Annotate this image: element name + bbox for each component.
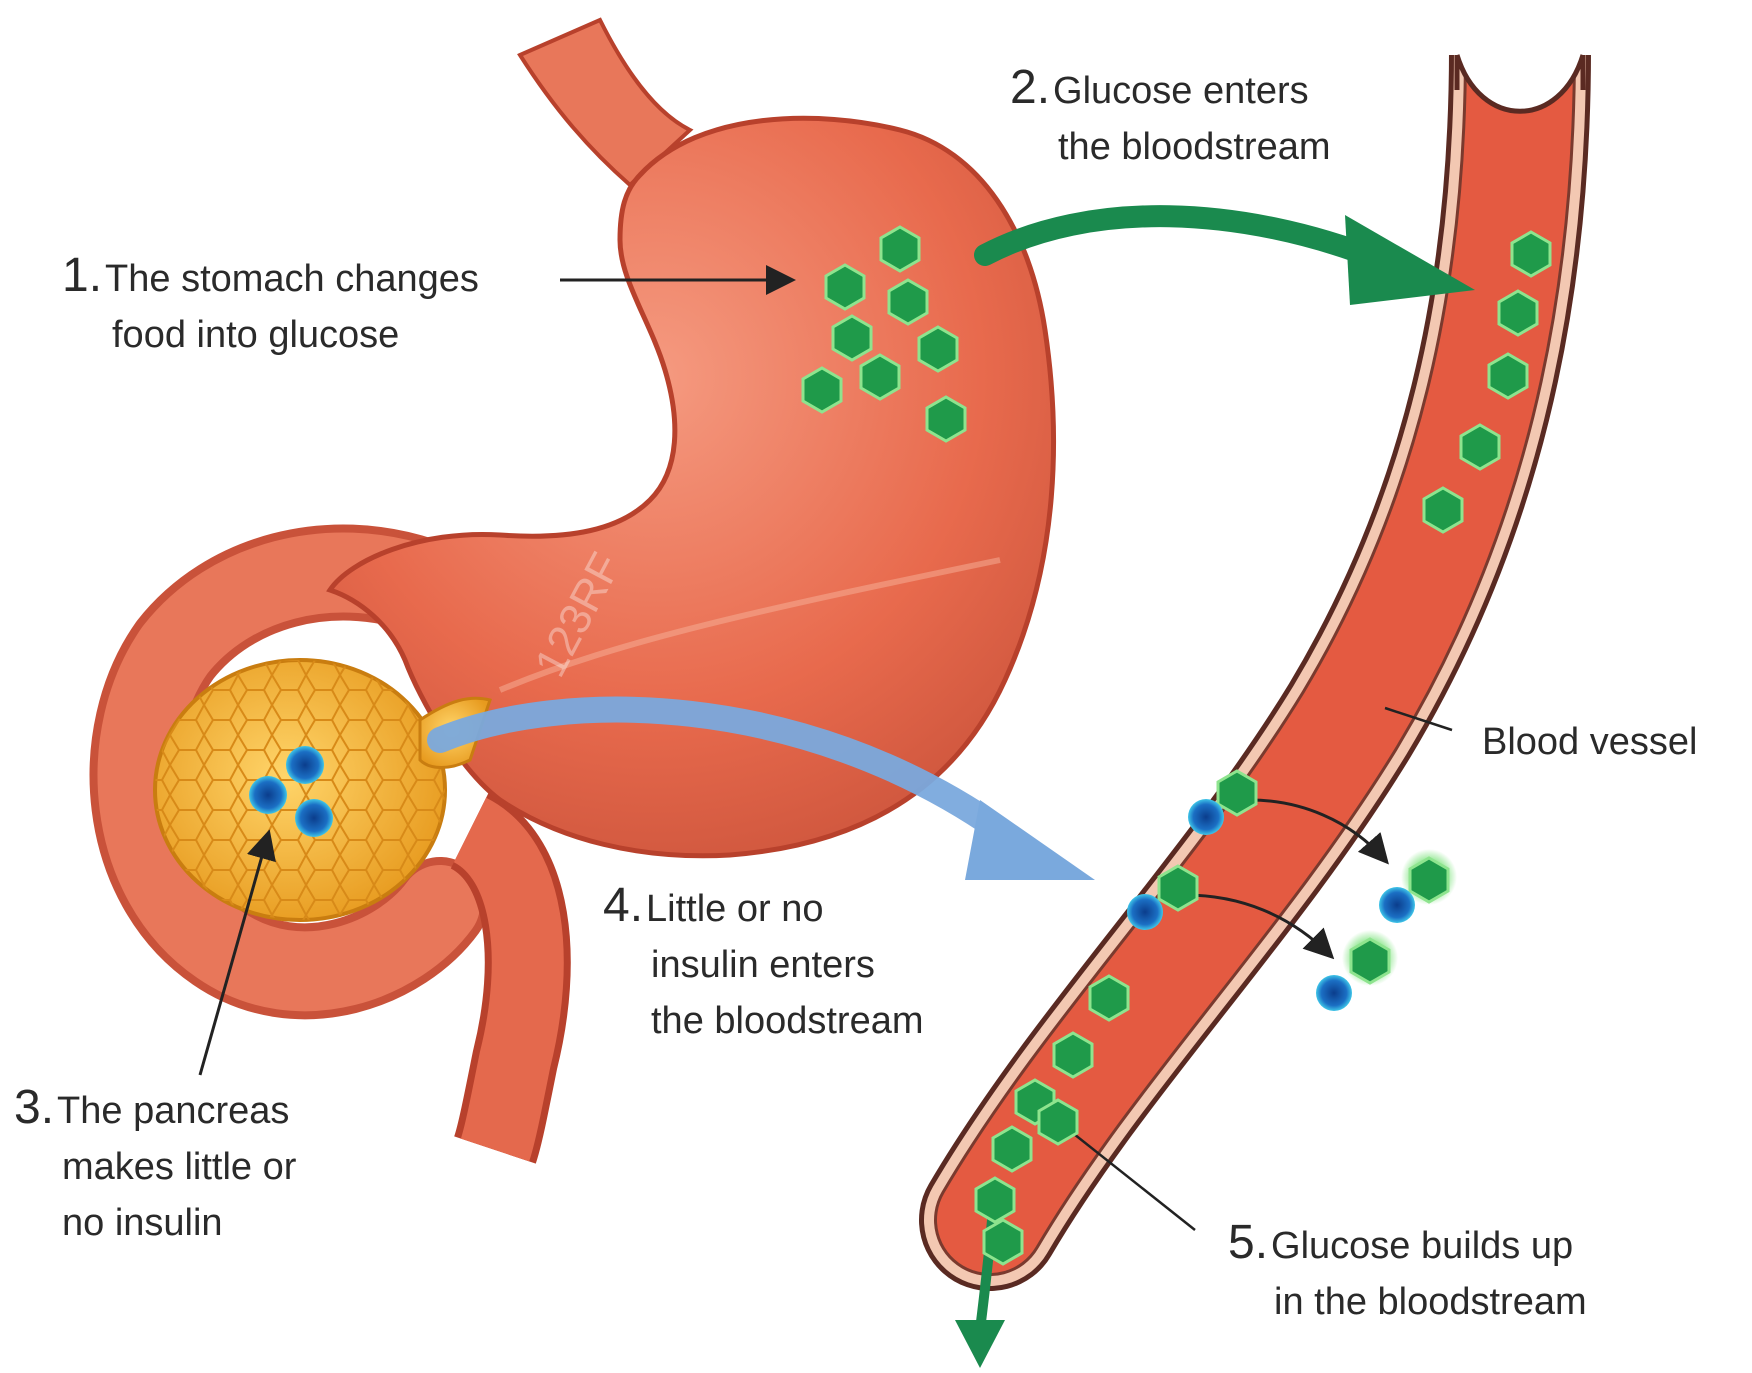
- step2-line1: Glucose enters: [1053, 70, 1309, 112]
- glucose-molecule: [919, 327, 957, 371]
- glucose-molecule: [976, 1178, 1014, 1222]
- glucose-transfer-arrow: [985, 216, 1380, 260]
- glucose-molecule: [1351, 939, 1389, 983]
- label-step1: 1.The stomach changes food into glucose: [62, 248, 479, 363]
- glucose-molecule: [889, 280, 927, 324]
- insulin-molecule: [286, 746, 324, 784]
- glucose-molecule: [1424, 488, 1462, 532]
- insulin-molecule: [249, 776, 287, 814]
- glucose-molecule: [1499, 291, 1537, 335]
- glucose-molecule: [993, 1127, 1031, 1171]
- glucose-molecule: [927, 397, 965, 441]
- step4-line2: insulin enters: [603, 937, 924, 993]
- glucose-molecule: [1159, 866, 1197, 910]
- blood-vessel-text: Blood vessel: [1482, 714, 1697, 770]
- step2-line2: the bloodstream: [1010, 119, 1331, 175]
- glucose-molecule: [1512, 232, 1550, 276]
- label-step2: 2.Glucose enters the bloodstream: [1010, 60, 1331, 175]
- glucose-molecule: [1461, 425, 1499, 469]
- step3-line1: The pancreas: [57, 1090, 289, 1132]
- step4-line1: Little or no: [646, 888, 823, 930]
- glucose-molecule: [984, 1220, 1022, 1264]
- insulin-molecule: [1316, 975, 1352, 1011]
- label-step5: 5.Glucose builds up in the bloodstream: [1228, 1215, 1587, 1330]
- glucose-molecule: [1489, 354, 1527, 398]
- step3-number: 3.: [14, 1081, 54, 1134]
- glucose-molecule: [826, 265, 864, 309]
- step4-number: 4.: [603, 879, 643, 932]
- insulin-molecule: [1379, 887, 1415, 923]
- glucose-molecule: [1218, 771, 1256, 815]
- glucose-molecule: [881, 227, 919, 271]
- insulin-molecule: [1188, 799, 1224, 835]
- glucose-molecule: [1039, 1100, 1077, 1144]
- step2-number: 2.: [1010, 61, 1050, 114]
- glucose-molecule: [1090, 976, 1128, 1020]
- step3-line2: makes little or: [14, 1139, 296, 1195]
- step1-line1: The stomach changes: [105, 258, 479, 300]
- step4-line3: the bloodstream: [603, 993, 924, 1049]
- label-step3: 3.The pancreas makes little or no insuli…: [14, 1080, 296, 1251]
- glucose-molecule: [1410, 858, 1448, 902]
- insulin-molecule: [295, 799, 333, 837]
- glucose-molecule: [1054, 1033, 1092, 1077]
- label-blood-vessel: Blood vessel: [1482, 714, 1697, 770]
- step5-number: 5.: [1228, 1216, 1268, 1269]
- insulin-molecule: [1127, 894, 1163, 930]
- step5-line1: Glucose builds up: [1271, 1225, 1573, 1267]
- step1-line2: food into glucose: [62, 307, 479, 363]
- step1-number: 1.: [62, 249, 102, 302]
- label-step4: 4.Little or no insulin enters the bloods…: [603, 878, 924, 1049]
- step3-line3: no insulin: [14, 1195, 296, 1251]
- step5-line2: in the bloodstream: [1228, 1274, 1587, 1330]
- glucose-molecule: [803, 368, 841, 412]
- glucose-molecule: [833, 316, 871, 360]
- glucose-molecule: [861, 355, 899, 399]
